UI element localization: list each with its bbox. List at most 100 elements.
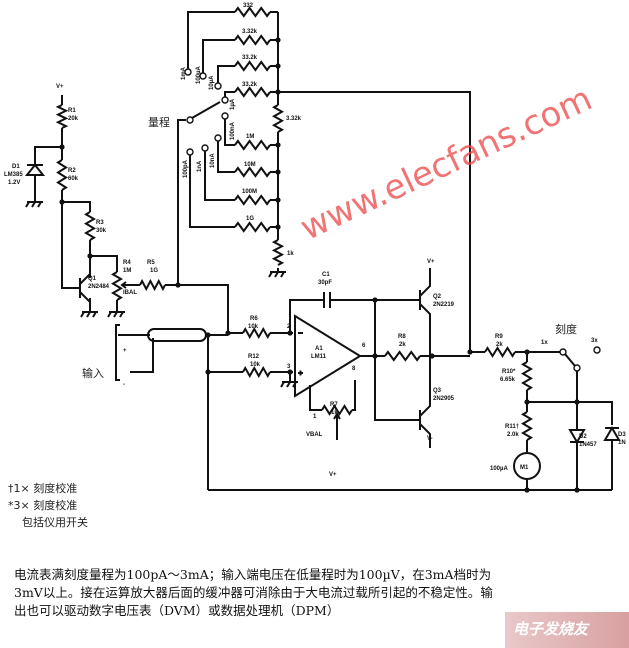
wire	[374, 300, 410, 421]
ladder-r-1m: 1M	[246, 134, 254, 140]
pin-8: 8	[352, 366, 356, 372]
transistor-icon	[410, 396, 431, 444]
input-minus: -	[123, 382, 125, 388]
r3-value: 30k	[96, 228, 107, 234]
transistor-icon	[410, 276, 431, 324]
ground-icon	[107, 308, 125, 318]
wire	[191, 101, 221, 119]
r6-name: R6	[250, 316, 258, 322]
vplus-label: V+	[56, 84, 64, 90]
r8-name: R8	[398, 334, 406, 340]
wire	[564, 353, 576, 367]
resistor	[271, 104, 285, 133]
resistor	[234, 139, 271, 151]
c1-value: 30pF	[318, 280, 332, 286]
junction-dot	[275, 37, 281, 43]
figure-caption: 电流表满刻度量程为100pA～3mA；输入端电压在低量程时为100µV，在3mA…	[14, 567, 493, 618]
wire	[204, 151, 235, 201]
ibal-label: IBAL	[123, 290, 137, 296]
wire	[89, 240, 118, 272]
wire	[278, 91, 471, 352]
resistor	[384, 350, 421, 362]
switch-contact	[593, 346, 601, 354]
resistor	[242, 326, 271, 340]
wire	[61, 190, 70, 289]
switch-contact	[573, 364, 581, 372]
q2-part: 2N2219	[433, 302, 455, 308]
resistor	[484, 346, 516, 358]
diode-d2-icon	[568, 429, 586, 444]
potentiometer-wiper	[120, 281, 132, 289]
r12-value: 10k	[250, 362, 261, 368]
ground-icon	[268, 268, 286, 278]
d1-voltage: 1.2V	[8, 180, 20, 186]
ladder-r-100m: 100M	[242, 189, 257, 195]
r12-name: R12	[248, 354, 260, 360]
d2-part: 1N457	[579, 442, 597, 448]
switch-contact	[221, 96, 229, 104]
wire	[217, 65, 235, 83]
resistor	[139, 278, 166, 292]
coax-input-connector	[147, 328, 207, 342]
r1-name: R1	[68, 108, 76, 114]
resistor	[234, 60, 271, 72]
switch-contact	[559, 348, 567, 356]
range-1na: 1nA	[197, 160, 203, 172]
resistor	[84, 211, 96, 241]
wire	[178, 284, 229, 333]
d3-part: 1N	[618, 440, 626, 446]
ladder-r-10m: 10M	[244, 162, 256, 168]
wire	[527, 401, 613, 425]
r7-value: 1k	[331, 410, 338, 416]
r11-name: R11†	[505, 424, 519, 430]
d1-part: LM385	[4, 172, 23, 178]
r2-value: 60k	[68, 176, 79, 182]
resistor	[271, 239, 285, 266]
a1-name: A1	[315, 346, 323, 352]
switch-contact	[221, 112, 229, 120]
calibration-notes: †1× 刻度校准 *3× 刻度校准 包括仪用开关	[8, 480, 88, 531]
ground-icon	[80, 308, 98, 318]
wire	[62, 201, 91, 212]
diode-d3-icon	[603, 426, 621, 441]
q3-vminus: V-	[427, 436, 433, 442]
pin-2: 2	[287, 324, 291, 330]
wire	[309, 385, 322, 411]
resistor	[234, 194, 271, 206]
r11-value: 2.0k	[507, 432, 519, 438]
resistor	[521, 361, 533, 391]
switch-contact	[186, 148, 194, 156]
note-1x: †1× 刻度校准	[8, 482, 78, 495]
potentiometer-wiper	[333, 412, 341, 440]
m1-name: M1	[520, 465, 529, 471]
resistor	[234, 6, 271, 18]
r9-name: R9	[495, 334, 503, 340]
resistor	[55, 104, 69, 129]
ladder-r-vertical-3.32k: 3.32k	[286, 116, 302, 122]
ladder-r-1g: 1G	[246, 216, 254, 222]
junction-dot	[275, 142, 281, 148]
wire	[224, 91, 235, 97]
pin-3: 3	[287, 364, 291, 370]
resistor	[234, 221, 271, 233]
r8-value: 2k	[399, 342, 406, 348]
note-3x: *3× 刻度校准	[8, 499, 78, 512]
d1-name: D1	[12, 164, 20, 170]
site-logo: 电子发烧友	[505, 612, 629, 648]
wire	[217, 141, 235, 173]
ladder-r-33.2k-b: 33.2k	[242, 82, 258, 88]
wire	[202, 39, 235, 73]
vbal-vplus: V+	[329, 472, 337, 478]
a1-part: LM11	[311, 354, 327, 360]
plus-sign	[298, 370, 303, 376]
switch-contact	[214, 82, 222, 90]
resistor	[321, 404, 353, 416]
resistor	[234, 34, 271, 46]
wire	[352, 380, 356, 411]
r9-value: 2k	[496, 342, 503, 348]
ground-icon	[280, 378, 298, 388]
resistor	[234, 86, 271, 98]
resistor	[242, 365, 271, 379]
vbal-label: VBAL	[306, 432, 323, 438]
r10-name: R10*	[502, 369, 516, 375]
